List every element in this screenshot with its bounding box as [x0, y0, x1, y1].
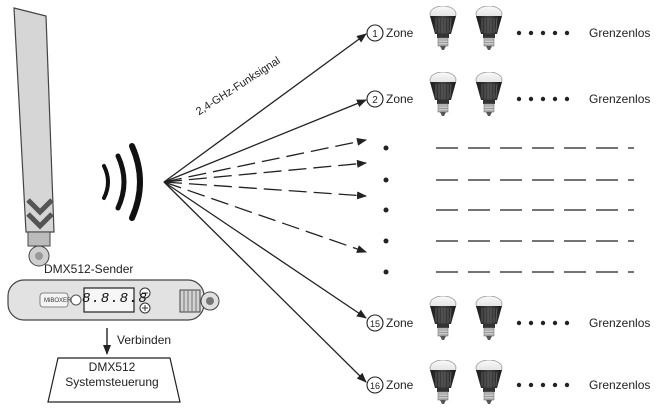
zone-number-badge: [366, 24, 384, 42]
dots-icon: [516, 30, 570, 36]
dots-icon: [516, 382, 570, 388]
bulb-icon: [429, 72, 457, 117]
zone-number-badge: [366, 376, 384, 394]
zone-row: 1: [366, 6, 570, 51]
bulb-icon: [429, 296, 457, 341]
bulb-icon: [475, 72, 503, 117]
bulb-icon: [475, 360, 503, 405]
bulb-icon: [429, 360, 457, 405]
zone-number: 1: [372, 29, 378, 40]
bulb-icon: [475, 6, 503, 51]
sender-device-icon: [7, 279, 220, 321]
zone-label: Zone: [386, 378, 414, 392]
zone-row: 2: [366, 72, 570, 117]
zone-label: Zone: [386, 26, 414, 40]
sender-display: 8.8.8.8: [82, 291, 148, 307]
bulb-icon: [429, 6, 457, 51]
zone-limit: Grenzenlos: [589, 26, 651, 40]
brand-logo: MiBOXER: [44, 298, 72, 304]
system-controller-box: [47, 357, 181, 403]
omitted-zones: [383, 145, 634, 275]
dots-icon: [516, 96, 570, 102]
signal-arrows: [163, 33, 367, 383]
zone-row: 15: [366, 296, 570, 341]
system-line-1: DMX512: [88, 360, 136, 374]
system-line-2: Systemsteuerung: [65, 375, 159, 389]
zone-number: 2: [372, 95, 378, 106]
zone-row: 16: [366, 360, 570, 405]
sender-label: DMX512-Sender: [44, 262, 134, 276]
connect-label: Verbinden: [117, 333, 172, 347]
zone-limit: Grenzenlos: [589, 378, 651, 392]
bulb-icon: [475, 296, 503, 341]
zone-label: Zone: [386, 92, 414, 106]
zone-number: 16: [370, 381, 380, 391]
antenna-icon: [13, 7, 55, 267]
zone-limit: Grenzenlos: [589, 316, 651, 330]
radio-waves-icon: [102, 143, 143, 221]
zone-label: Zone: [386, 316, 414, 330]
zone-number: 15: [370, 319, 380, 329]
zone-number-badge: [366, 314, 384, 332]
zone-limit: Grenzenlos: [589, 92, 651, 106]
dots-icon: [516, 320, 570, 326]
system-controller-label: DMX512 Systemsteuerung: [42, 360, 182, 402]
zone-number-badge: [366, 90, 384, 108]
